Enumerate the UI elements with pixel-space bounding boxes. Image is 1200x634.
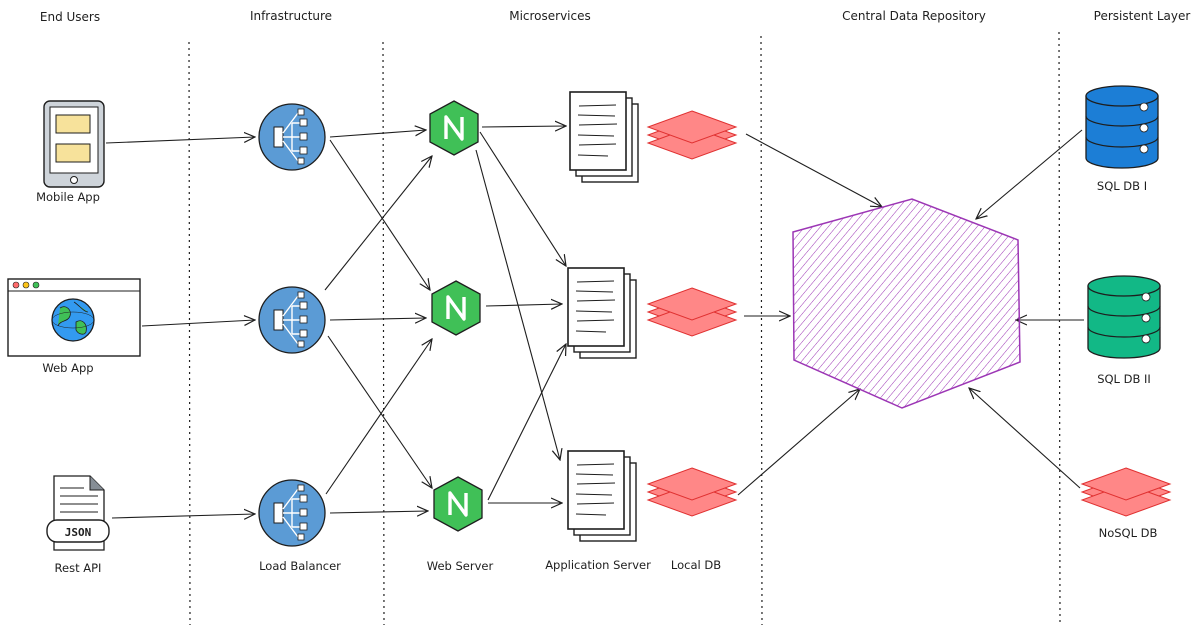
edge-n2-to-app2 xyxy=(485,304,562,306)
documents-icon xyxy=(567,450,637,542)
application-server-2 xyxy=(567,267,637,359)
edge-localdb3-to-central xyxy=(737,389,860,496)
label-sql-db-1: SQL DB I xyxy=(1097,179,1147,193)
edge-localdb1-to-central xyxy=(745,133,882,207)
label-mobile-app: Mobile App xyxy=(36,190,100,204)
application-server-1 xyxy=(569,91,639,183)
database-icon xyxy=(1085,85,1159,169)
nginx-icon xyxy=(430,279,482,337)
load-balancer-icon xyxy=(258,103,326,171)
label-nosql-db: NoSQL DB xyxy=(1099,526,1158,540)
load-balancer-icon xyxy=(258,479,326,547)
label-sql-db-2: SQL DB II xyxy=(1097,372,1151,386)
connections xyxy=(105,126,1084,518)
nginx-icon xyxy=(428,99,480,157)
edge-lb2-to-n1 xyxy=(324,156,432,291)
local-db-2 xyxy=(647,287,737,337)
hexagon-icon xyxy=(792,198,1021,409)
label-application-server: Application Server xyxy=(545,558,651,572)
nginx-icon xyxy=(432,475,484,533)
edge-api-to-lb3 xyxy=(111,514,255,518)
edge-lb1-to-n2 xyxy=(329,139,430,290)
load-balancer-2 xyxy=(258,286,326,354)
sql-db-2 xyxy=(1087,275,1161,359)
edge-sql1-to-central xyxy=(976,129,1083,219)
edge-n3-to-app2 xyxy=(487,344,566,501)
header-central-data-repository: Central Data Repository xyxy=(842,9,986,23)
label-local-db: Local DB xyxy=(671,558,721,572)
browser-window-icon xyxy=(7,278,141,357)
edge-n1-to-app2 xyxy=(479,131,566,266)
database-icon xyxy=(1087,275,1161,359)
edge-nosql-to-central xyxy=(969,388,1081,489)
edge-mobile-to-lb1 xyxy=(105,137,255,144)
header-microservices: Microservices xyxy=(509,9,591,23)
layers-icon xyxy=(647,110,737,160)
divider-4 xyxy=(1058,31,1061,626)
edge-web-to-lb2 xyxy=(141,320,255,327)
edge-lb2-to-n2 xyxy=(329,318,426,320)
edge-lb3-to-n3 xyxy=(329,511,428,513)
sql-db-1 xyxy=(1085,85,1159,169)
header-end-users: End Users xyxy=(40,10,100,24)
label-load-balancer: Load Balancer xyxy=(259,559,341,573)
nosql-db xyxy=(1081,467,1171,517)
rest-api-node: JSON Rest API xyxy=(46,475,110,575)
edge-lb1-to-n1 xyxy=(329,130,426,138)
label-rest-api: Rest API xyxy=(55,561,102,575)
local-db-1 xyxy=(647,110,737,160)
local-db-3 xyxy=(647,467,737,517)
web-app-node: Web App xyxy=(7,278,141,375)
layers-icon xyxy=(1081,467,1171,517)
web-server-2 xyxy=(430,279,482,337)
header-persistent-layer: Persistent Layer xyxy=(1094,9,1191,23)
layers-icon xyxy=(647,287,737,337)
load-balancer-1 xyxy=(258,103,326,171)
json-badge-label: JSON xyxy=(65,526,92,539)
globe-icon xyxy=(51,298,95,342)
application-server-3 xyxy=(567,450,637,542)
web-server-1 xyxy=(428,99,480,157)
divider-3 xyxy=(760,35,763,626)
label-web-server: Web Server xyxy=(427,559,494,573)
edge-lb3-to-n2 xyxy=(325,339,432,495)
documents-icon xyxy=(567,267,637,359)
edge-lb2-to-n3 xyxy=(327,335,432,488)
header-infrastructure: Infrastructure xyxy=(250,9,332,23)
divider-2 xyxy=(382,41,385,626)
central-data-repository xyxy=(792,198,1021,409)
label-web-app: Web App xyxy=(42,361,93,375)
mobile-app-node: Mobile App xyxy=(36,100,105,204)
load-balancer-3 xyxy=(258,479,326,547)
documents-icon xyxy=(569,91,639,183)
web-server-3 xyxy=(432,475,484,533)
json-badge xyxy=(46,519,110,543)
divider-1 xyxy=(188,41,191,626)
load-balancer-icon xyxy=(258,286,326,354)
edge-n1-to-app1 xyxy=(481,126,566,127)
layers-icon xyxy=(647,467,737,517)
